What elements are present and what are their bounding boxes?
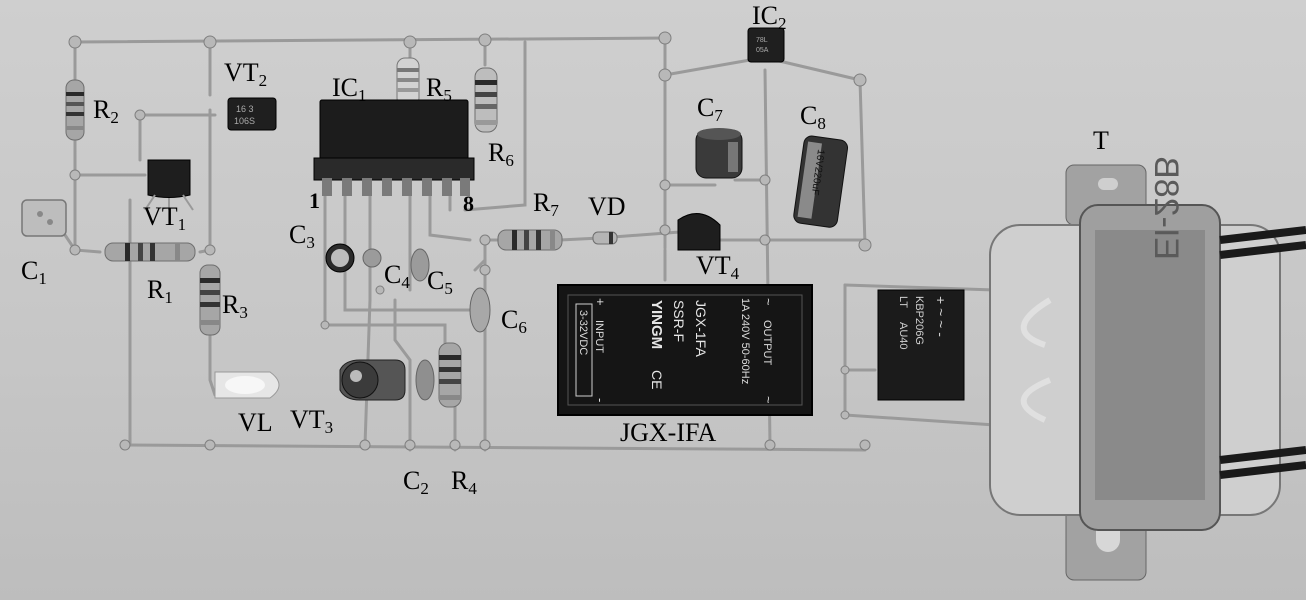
label-vl: VL (238, 408, 273, 437)
resistor-r1 (104, 242, 196, 262)
resistor-r3 (199, 264, 221, 336)
svg-text:+ ~ ~ -: + ~ ~ - (933, 296, 949, 337)
relay-output-label: OUTPUT (761, 320, 773, 366)
label-c6: C6 (501, 305, 527, 337)
label-vt3: VT3 (290, 405, 334, 437)
solder-joints (68, 31, 872, 451)
label-r7: R7 (533, 188, 559, 220)
capacitor-c8: 16V220uF (793, 135, 849, 228)
label-c7: C7 (697, 93, 723, 125)
svg-text:16 3: 16 3 (236, 104, 254, 114)
relay-rating: 1A 240V 50-60Hz (739, 298, 751, 384)
solid-state-relay: + INPUT - 3-32VDC YINGM SSR-F JGX-1FA CE… (557, 284, 813, 416)
phototransistor-vt3 (339, 359, 406, 401)
svg-text:-: - (593, 398, 608, 402)
label-vt4: VT4 (696, 251, 740, 283)
transistor-vt1 (144, 159, 194, 211)
label-c8: C8 (800, 101, 826, 133)
label-c3: C3 (289, 220, 315, 252)
diode-vd (592, 231, 618, 245)
label-r6: R6 (488, 138, 514, 170)
bridge-rectifier: LT AU40 KBP206G + ~ ~ - (877, 289, 965, 401)
relay-model: SSR-F (671, 300, 687, 342)
label-pin-1: 1 (309, 188, 320, 213)
label-pin-8: 8 (463, 191, 474, 216)
capacitor-c5 (410, 248, 430, 282)
resistor-r7 (497, 229, 563, 251)
transistor-vt4 (677, 213, 721, 251)
svg-text:~: ~ (761, 396, 776, 404)
label-c5: C5 (427, 266, 453, 298)
svg-text:~: ~ (761, 298, 776, 306)
label-vt1: VT1 (143, 202, 187, 234)
capacitor-c4 (362, 248, 382, 268)
capacitor-c7 (695, 128, 743, 179)
regulator-ic2: 78L 05A (747, 27, 785, 63)
label-r5: R5 (426, 73, 452, 105)
resistor-r5 (396, 57, 420, 107)
label-ic2: IC2 (752, 1, 787, 33)
ic1-chip (313, 99, 475, 196)
svg-text:106S: 106S (234, 116, 255, 126)
relay-input-range: 3-32VDC (577, 310, 589, 355)
label-c2: C2 (403, 466, 429, 498)
label-ic1: IC1 (332, 73, 367, 105)
capacitor-c1 (21, 199, 67, 237)
label-vt2: VT2 (224, 58, 268, 90)
transformer-marking: EI-28B (1147, 156, 1185, 260)
svg-text:05A: 05A (756, 47, 769, 54)
svg-text:CE: CE (649, 370, 665, 389)
relay-part: JGX-1FA (693, 300, 709, 357)
label-jgx: JGX-IFA (620, 418, 717, 447)
capacitor-c2 (415, 359, 435, 401)
capacitor-c6 (469, 287, 491, 333)
resistor-r4 (438, 342, 462, 408)
label-r1: R1 (147, 275, 173, 307)
bridge-code: AU40 (897, 322, 909, 350)
resistor-r6 (474, 67, 498, 133)
transistor-vt2: 16 3 106S (227, 97, 277, 131)
resistor-r2 (65, 79, 85, 141)
label-c4: C4 (384, 260, 410, 292)
relay-input-label: INPUT (593, 320, 605, 353)
label-c1: C1 (21, 256, 47, 288)
label-r3: R3 (222, 290, 248, 322)
bridge-model: KBP206G (913, 296, 925, 345)
label-t: T (1093, 126, 1109, 155)
bridge-brand: LT (897, 296, 909, 308)
svg-text:78L: 78L (756, 37, 768, 44)
relay-brand: YINGM (648, 300, 665, 349)
svg-text:+: + (593, 298, 608, 306)
led-vl (214, 371, 280, 399)
label-r2: R2 (93, 95, 119, 127)
label-r4: R4 (451, 466, 477, 498)
capacitor-c3 (325, 243, 355, 273)
label-vd: VD (588, 192, 626, 221)
transformer: EI-28B (989, 156, 1306, 581)
